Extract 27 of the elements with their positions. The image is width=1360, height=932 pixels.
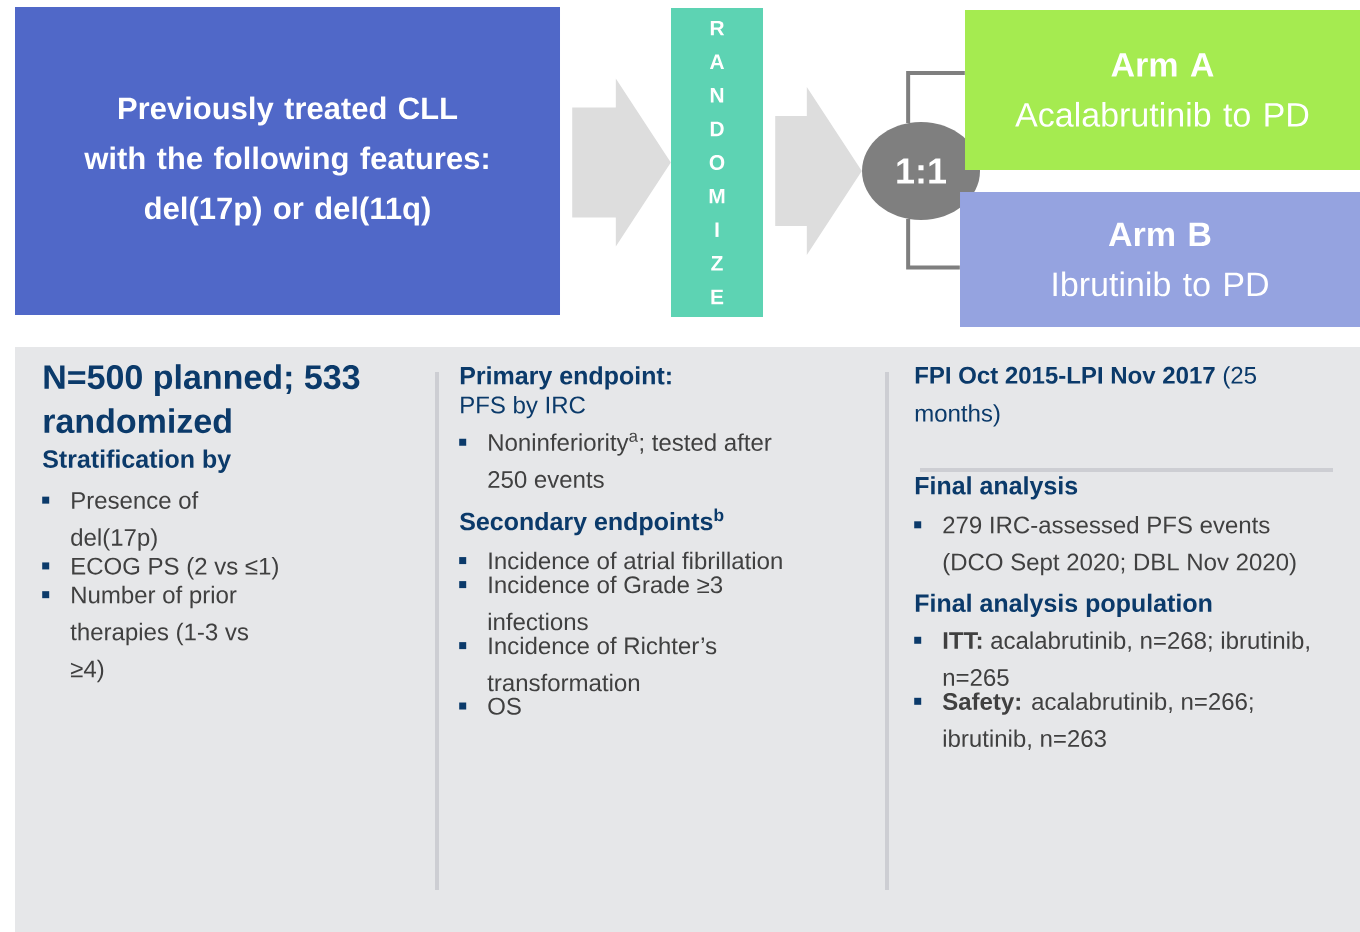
bullet-item: Incidence of atrial fibrillation	[459, 551, 782, 570]
bullet-item: Presence of del(17p)	[42, 491, 199, 551]
bullet-item: ECOG PS (2 vs ≤1)	[42, 557, 278, 580]
bullet-item: OS	[459, 697, 521, 715]
heading: Stratification by	[42, 449, 231, 473]
bullet-item: Safety: acalabrutinib, n=266; ibrutinib, n=263	[914, 692, 1253, 750]
arm-box: Arm A Acalabrutinib to PD	[965, 10, 1360, 170]
bullet-item: 279 IRC-assessed PFS events (DCO Sept 2020; DBL Nov 2020)	[914, 515, 1296, 576]
heading: N=500 planned; 533 randomized	[44, 364, 360, 434]
heading: Primary endpoint:	[460, 366, 671, 390]
subheading: FPI Oct 2015-LPI Nov 2017 (25 months)	[915, 366, 1256, 427]
block-arrow	[775, 87, 862, 255]
bullet-item: Noninferiority$^{a}$; tested after 250 events	[459, 432, 772, 488]
heading: Secondary endpoints$^{b}$	[459, 508, 724, 536]
connector-line	[906, 71, 965, 123]
population-box: Previously treated CLL with the following features: del(17p) or del(11q)	[15, 7, 560, 315]
bullet-item: Incidence of Richter’s transformation	[459, 636, 717, 692]
arm-box: Arm B Ibrutinib to PD	[960, 192, 1360, 327]
bullet-item: Number of prior therapies (1-3 vs ≥4)	[42, 585, 249, 683]
subheading: PFS by IRC	[461, 395, 585, 419]
bullet-item: ITT: acalabrutinib, n=268; ibrutinib, n=265	[914, 631, 1309, 686]
block-arrow	[572, 78, 671, 247]
heading: Final analysis	[915, 476, 1078, 500]
randomize-bar: RANDOMIZE	[671, 8, 763, 317]
connector-line	[906, 219, 960, 270]
heading: Final analysis population	[915, 593, 1212, 617]
bullet-item: Incidence of Grade ≥3 infections	[459, 575, 723, 631]
